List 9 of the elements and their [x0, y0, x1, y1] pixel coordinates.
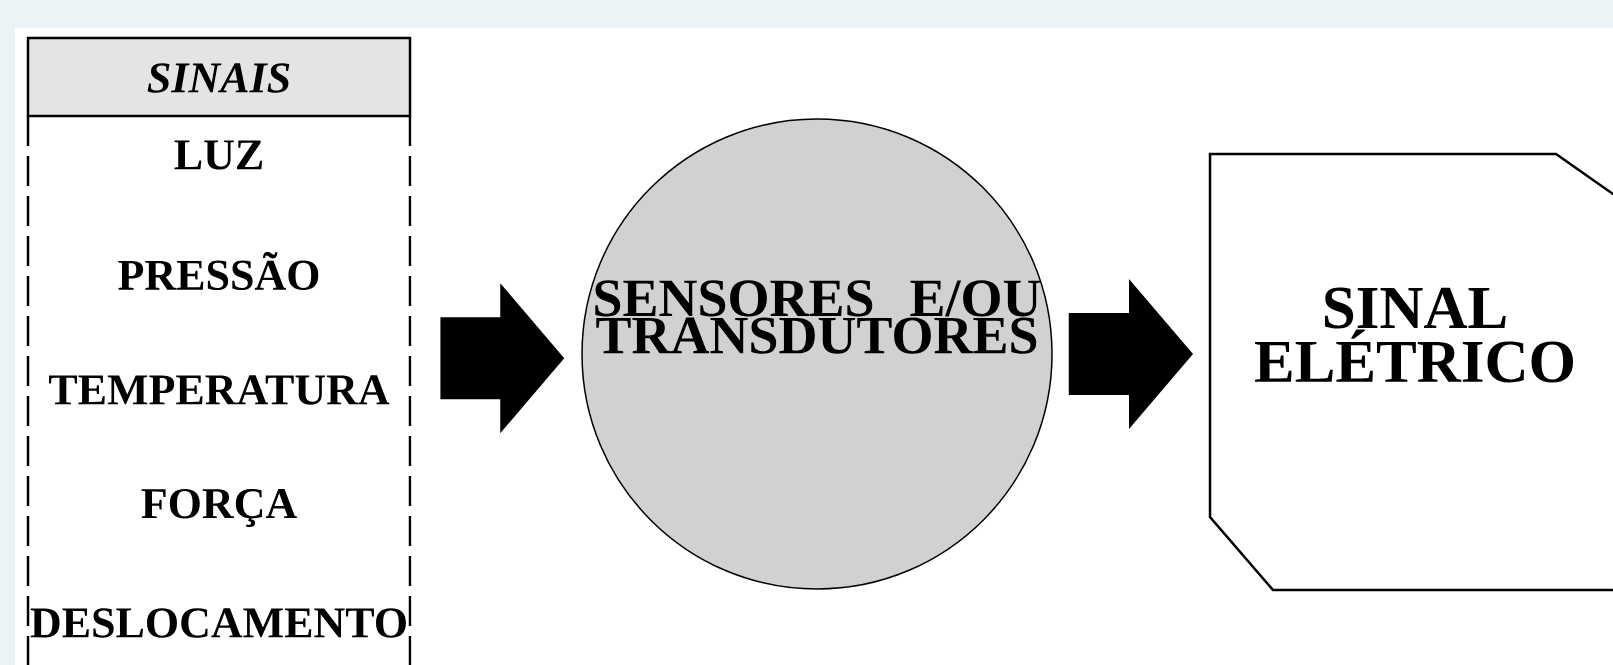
output-box: SINAL ELÉTRICO	[1208, 152, 1613, 592]
block-arrow	[440, 283, 565, 434]
header-cell: SINAIS	[26, 36, 412, 118]
signal-label: LUZ	[174, 140, 262, 170]
block-arrow	[1068, 279, 1193, 429]
signal-label: PRESSÃO	[118, 251, 319, 291]
signal-label: TEMPERATURA	[49, 375, 390, 405]
signal-label: DESLOCAMENTO	[30, 608, 406, 638]
signal-label: FORÇA	[141, 488, 297, 528]
